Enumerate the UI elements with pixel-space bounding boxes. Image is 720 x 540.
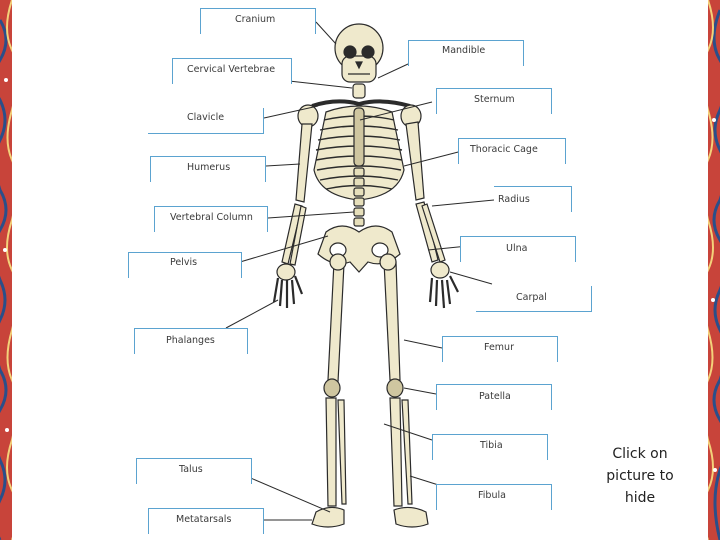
label-metatarsals: Metatarsals: [176, 514, 232, 525]
label-femur: Femur: [484, 342, 514, 353]
label-radius: Radius: [498, 194, 530, 205]
label-thoracic-cage: Thoracic Cage: [470, 144, 538, 155]
slide: Cranium Mandible Cervical Vertebrae Ster…: [12, 0, 708, 540]
label-box-phalanges: [134, 328, 248, 354]
decorative-border-left: [0, 0, 12, 540]
label-ulna: Ulna: [506, 243, 528, 254]
decorative-border-right: [708, 0, 720, 540]
label-phalanges: Phalanges: [166, 335, 215, 346]
label-cervical-vertebrae: Cervical Vertebrae: [187, 64, 276, 75]
label-box-humerus: [150, 156, 266, 182]
label-mandible: Mandible: [442, 45, 486, 56]
label-sternum: Sternum: [474, 94, 515, 105]
label-box-femur: [442, 336, 558, 362]
label-box-sternum: [436, 88, 552, 114]
label-box-tibia: [432, 434, 548, 460]
label-box-cranium: [200, 8, 316, 34]
hide-picture-hint[interactable]: Click on picture to hide: [606, 446, 674, 506]
label-box-fibula: [436, 484, 552, 510]
label-cranium: Cranium: [235, 14, 276, 25]
label-tibia: Tibia: [480, 440, 503, 451]
label-humerus: Humerus: [187, 162, 231, 173]
label-vertebral-column: Vertebral Column: [170, 212, 253, 223]
label-box-ulna: [460, 236, 576, 262]
label-fibula: Fibula: [478, 490, 506, 501]
label-talus: Talus: [179, 464, 203, 475]
label-box-pelvis: [128, 252, 242, 278]
label-box-mandible: [408, 40, 524, 66]
label-box-cervical-vertebrae: [172, 58, 292, 84]
label-box-patella: [436, 384, 552, 410]
label-pelvis: Pelvis: [170, 257, 198, 268]
label-box-metatarsals: [148, 508, 264, 534]
label-patella: Patella: [479, 391, 511, 402]
label-clavicle: Clavicle: [187, 112, 225, 123]
label-box-talus: [136, 458, 252, 484]
label-box-radius: [494, 186, 572, 212]
label-box-clavicle: [148, 108, 264, 134]
skeleton-diagram[interactable]: [12, 0, 708, 540]
label-box-carpal: [476, 286, 592, 312]
label-box-vertebral-column: [154, 206, 268, 232]
label-carpal: Carpal: [516, 292, 547, 303]
label-box-thoracic-cage: [458, 138, 566, 164]
